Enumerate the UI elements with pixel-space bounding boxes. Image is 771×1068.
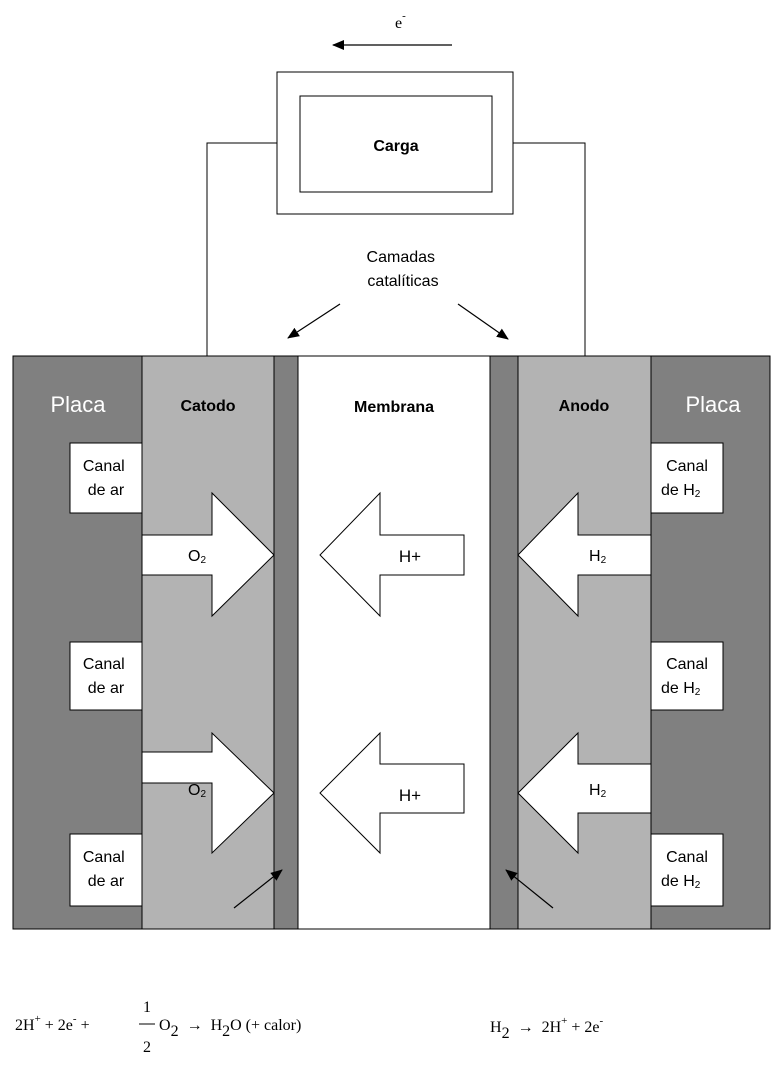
- air-channel: Canal de ar: [69, 641, 143, 711]
- h2-flow-arrow: H2: [517, 731, 652, 855]
- svg-text:2H+ + 2e- +: 2H+ + 2e- +: [15, 1013, 90, 1034]
- svg-text:Canal de ar: Canal de ar: [83, 458, 129, 499]
- wire-right: [513, 142, 586, 356]
- load-box-inner: [299, 95, 493, 193]
- air-channel: Canal de ar: [69, 833, 143, 907]
- svg-text:Canal: Canal: [666, 458, 708, 475]
- svg-text:2: 2: [143, 1039, 151, 1056]
- svg-text:H+: H+: [399, 547, 421, 566]
- svg-text:1: 1: [143, 999, 151, 1016]
- svg-text:de H2: de H2: [661, 680, 701, 698]
- svg-text:H+: H+: [399, 786, 421, 805]
- anode-catalyst-layer: [489, 355, 519, 930]
- svg-text:O2: O2: [188, 782, 206, 800]
- cathode-reaction-arrow: [233, 869, 283, 909]
- catalyst-arrow-left: [287, 303, 341, 339]
- anode-reaction-arrow: [505, 869, 554, 909]
- cathode-label: Catodo: [180, 398, 235, 415]
- wire-left: [206, 142, 277, 356]
- svg-text:Canal: Canal: [666, 656, 708, 673]
- anode-equation: H2→2H+ + 2e-: [490, 1015, 603, 1042]
- catalyst-label: Camadas catalíticas: [367, 249, 440, 290]
- h-plus-flow-arrow: H+: [319, 731, 465, 855]
- load-label: Carga: [373, 138, 418, 155]
- h2-flow-arrow: H2: [517, 491, 652, 618]
- anode-label: Anodo: [559, 398, 610, 415]
- svg-text:H2: H2: [589, 782, 607, 800]
- cathode-layer: [141, 355, 275, 930]
- catalyst-arrow-right: [457, 303, 509, 340]
- membrane-label: Membrana: [354, 399, 434, 416]
- svg-text:de H2: de H2: [661, 482, 701, 500]
- svg-text:O2: O2: [188, 548, 206, 566]
- plate-right-label: Placa: [685, 392, 741, 417]
- h-plus-flow-arrow: H+: [319, 491, 465, 618]
- h2-channel: Canal de H2: [650, 641, 724, 711]
- svg-text:H2: H2: [589, 548, 607, 566]
- h2-channel: Canal de H2: [650, 833, 724, 907]
- electron-label: e-: [395, 10, 406, 32]
- svg-text:Canal de ar: Canal de ar: [83, 849, 129, 890]
- svg-text:H2→2H+ + 2e-: H2→2H+ + 2e-: [490, 1015, 603, 1042]
- svg-text:de H2: de H2: [661, 873, 701, 891]
- h2-channel: Canal de H2: [650, 442, 724, 514]
- air-channel: Canal de ar: [69, 442, 143, 514]
- cathode-catalyst-layer: [273, 355, 299, 930]
- membrane-layer: [297, 355, 491, 930]
- anode-layer: [517, 355, 652, 930]
- svg-text:Canal de ar: Canal de ar: [83, 656, 129, 697]
- o2-flow-arrow: O2: [141, 731, 275, 855]
- cathode-equation: 2H+ + 2e- + 1 2 O2→H2O (+ calor): [15, 999, 301, 1056]
- svg-text:O2→H2O (+ calor): O2→H2O (+ calor): [159, 1017, 301, 1040]
- svg-text:Canal: Canal: [666, 849, 708, 866]
- plate-left-label: Placa: [50, 392, 106, 417]
- o2-flow-arrow: O2: [141, 491, 275, 618]
